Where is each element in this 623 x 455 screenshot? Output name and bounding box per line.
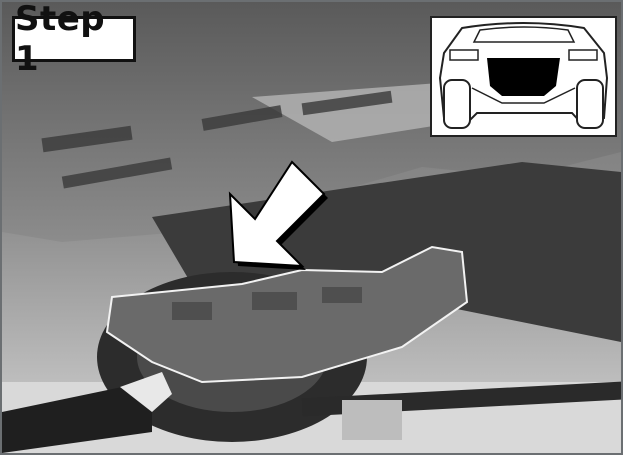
step-label: Step 1 [12,2,136,79]
down-left-arrow-icon [228,160,328,270]
car-front-underside-diagram-icon [430,16,617,137]
